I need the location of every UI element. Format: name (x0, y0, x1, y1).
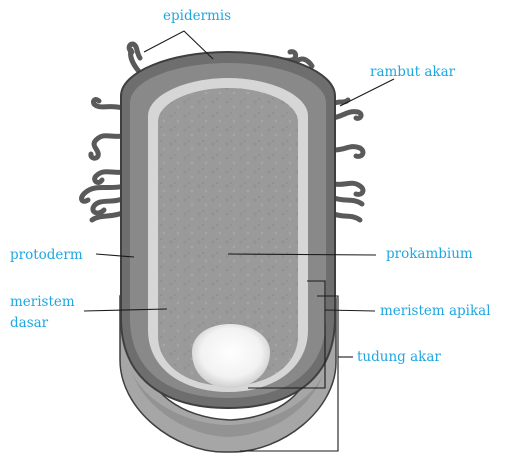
label-prokambium: prokambium (386, 246, 473, 262)
root-hair-strand (334, 214, 360, 220)
label-root-cap: tudung akar (357, 349, 441, 365)
label-root-hair: rambut akar (370, 64, 456, 80)
label-epidermis: epidermis (163, 8, 231, 24)
root-hair-strand (334, 183, 363, 194)
root-hair-strand (334, 198, 362, 204)
root-hair-strand (333, 112, 361, 119)
label-ground-meristem-line2: dasar (10, 315, 49, 331)
label-apical-meristem: meristem apikal (380, 303, 491, 319)
leader-root-hair (340, 79, 394, 106)
root-hair-strand (95, 172, 124, 183)
root-hair-strand (334, 147, 363, 157)
root-hair-strand (91, 136, 123, 158)
label-protoderm: protoderm (10, 247, 83, 263)
label-ground-meristem-line1: meristem (10, 294, 75, 310)
root-hair-strand (93, 100, 123, 108)
